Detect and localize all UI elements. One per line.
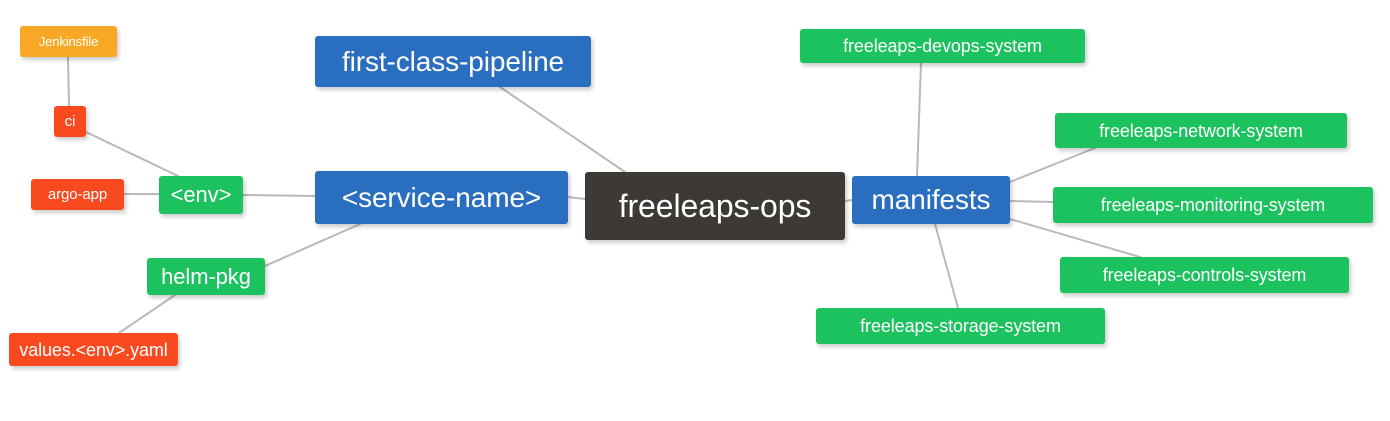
node-label-argo-app: argo-app — [47, 186, 108, 203]
node-label-helm-pkg: helm-pkg — [161, 263, 251, 289]
edge-manifests-to-freeleaps-network-system — [1009, 147, 1096, 183]
edge-helm-pkg-to-values-env-yaml — [118, 294, 176, 334]
node-freeleaps-monitoring-system[interactable]: freeleaps-monitoring-system — [1053, 187, 1373, 223]
node-label-freeleaps-monitoring-system: freeleaps-monitoring-system — [1100, 195, 1326, 215]
node-label-freeleaps-controls-system: freeleaps-controls-system — [1102, 265, 1307, 285]
node-values-env-yaml[interactable]: values.<env>.yaml — [9, 333, 178, 366]
node-label-ci: ci — [64, 113, 76, 130]
edge-service-name-to-env — [242, 194, 316, 197]
edge-ci-to-jenkinsfile — [67, 56, 70, 107]
node-helm-pkg[interactable]: helm-pkg — [147, 258, 265, 295]
edge-service-name-to-helm-pkg — [264, 223, 361, 267]
node-label-jenkinsfile: Jenkinsfile — [38, 34, 99, 49]
edge-manifests-to-freeleaps-monitoring-system — [1009, 200, 1054, 203]
node-label-env: <env> — [170, 182, 232, 207]
node-first-class-pipeline[interactable]: first-class-pipeline — [315, 36, 591, 87]
node-freeleaps-ops[interactable]: freeleaps-ops — [585, 172, 845, 240]
node-label-manifests: manifests — [871, 184, 991, 215]
node-label-service-name: <service-name> — [341, 181, 542, 213]
edge-freeleaps-ops-to-service-name — [567, 196, 586, 200]
node-label-values-env-yaml: values.<env>.yaml — [19, 339, 168, 360]
node-freeleaps-network-system[interactable]: freeleaps-network-system — [1055, 113, 1347, 148]
node-label-freeleaps-ops: freeleaps-ops — [618, 188, 812, 224]
edge-manifests-to-freeleaps-storage-system — [934, 223, 959, 309]
node-label-freeleaps-network-system: freeleaps-network-system — [1099, 120, 1303, 141]
node-ci[interactable]: ci — [54, 106, 86, 137]
edge-manifests-to-freeleaps-devops-system — [916, 62, 922, 177]
node-freeleaps-controls-system[interactable]: freeleaps-controls-system — [1060, 257, 1349, 293]
node-argo-app[interactable]: argo-app — [31, 179, 124, 210]
node-freeleaps-storage-system[interactable]: freeleaps-storage-system — [816, 308, 1105, 344]
edge-freeleaps-ops-to-manifests — [844, 199, 853, 202]
node-env[interactable]: <env> — [159, 176, 243, 214]
node-manifests[interactable]: manifests — [852, 176, 1010, 224]
node-label-freeleaps-devops-system: freeleaps-devops-system — [843, 36, 1042, 56]
node-jenkinsfile[interactable]: Jenkinsfile — [20, 26, 117, 57]
node-service-name[interactable]: <service-name> — [315, 171, 568, 224]
node-freeleaps-devops-system[interactable]: freeleaps-devops-system — [800, 29, 1085, 63]
edge-freeleaps-ops-to-first-class-pipeline — [499, 86, 626, 173]
node-label-first-class-pipeline: first-class-pipeline — [341, 45, 565, 77]
edge-env-to-ci — [85, 131, 179, 177]
node-label-freeleaps-storage-system: freeleaps-storage-system — [860, 316, 1061, 336]
edge-manifests-to-freeleaps-controls-system — [1009, 218, 1141, 258]
